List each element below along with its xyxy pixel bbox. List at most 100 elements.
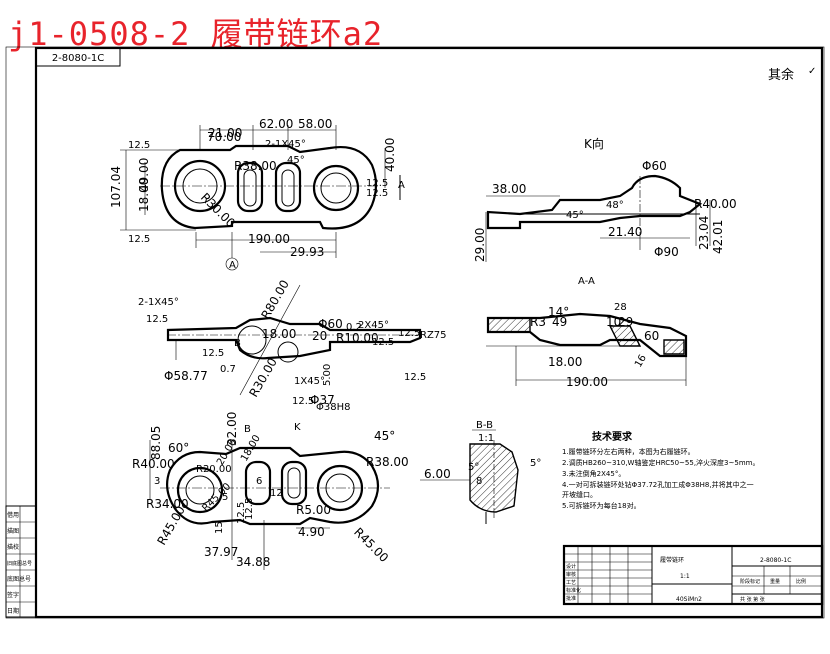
svg-text:45°: 45° <box>287 155 305 166</box>
svg-text:Φ60: Φ60 <box>642 159 667 173</box>
svg-text:R3: R3 <box>530 315 546 329</box>
svg-text:Φ60: Φ60 <box>318 317 343 331</box>
svg-text:Φ38H8: Φ38H8 <box>316 402 350 413</box>
svg-text:12.5: 12.5 <box>366 178 388 189</box>
svg-text:Φ37: Φ37 <box>310 393 335 407</box>
svg-text:R40.00: R40.00 <box>694 197 737 211</box>
svg-text:技术要求: 技术要求 <box>592 430 633 443</box>
svg-text:5°: 5° <box>468 462 479 473</box>
drawing-code: 2-8080-1C <box>52 53 104 64</box>
svg-text:2-1X45°: 2-1X45° <box>265 139 306 150</box>
svg-text:1:1: 1:1 <box>478 433 494 444</box>
svg-text:37.97: 37.97 <box>204 545 238 559</box>
svg-text:R10.00: R10.00 <box>336 331 379 345</box>
svg-text:比例: 比例 <box>796 578 806 585</box>
svg-text:标准化: 标准化 <box>566 587 581 594</box>
svg-text:5: 5 <box>222 492 228 503</box>
svg-text:B-B: B-B <box>476 420 493 431</box>
svg-text:28: 28 <box>614 302 627 313</box>
svg-text:190.00: 190.00 <box>566 375 608 389</box>
svg-text:1X45°: 1X45° <box>294 376 325 387</box>
k-view: K向 Φ60 38.00 45° 48° R40.00 21.40 Φ90 23… <box>473 136 737 262</box>
svg-text:开坡缝口。: 开坡缝口。 <box>562 490 597 499</box>
svg-text:40SiMn2: 40SiMn2 <box>676 596 702 603</box>
svg-text:48°: 48° <box>606 200 624 211</box>
svg-text:借用: 借用 <box>7 511 19 519</box>
svg-text:签字: 签字 <box>7 591 19 599</box>
svg-text:R38.00: R38.00 <box>366 455 409 469</box>
svg-text:批准: 批准 <box>566 595 576 602</box>
svg-text:12.5: 12.5 <box>366 188 388 199</box>
svg-text:重量: 重量 <box>770 578 780 585</box>
svg-text:12.5: 12.5 <box>404 372 426 383</box>
svg-text:0.2: 0.2 <box>346 322 362 333</box>
svg-text:12: 12 <box>270 488 283 499</box>
svg-text:12.5: 12.5 <box>146 314 168 325</box>
svg-text:49: 49 <box>552 315 567 329</box>
svg-text:42.01: 42.01 <box>711 220 725 254</box>
svg-text:RZ75: RZ75 <box>420 330 447 341</box>
svg-text:2-8080-1C: 2-8080-1C <box>760 557 791 564</box>
svg-text:0.7: 0.7 <box>220 364 236 375</box>
svg-text:R5.00: R5.00 <box>296 503 331 517</box>
svg-text:12.5: 12.5 <box>372 337 394 348</box>
svg-text:21.00: 21.00 <box>208 126 242 140</box>
svg-text:Φ58.77: Φ58.77 <box>164 369 208 383</box>
svg-text:10: 10 <box>606 315 621 329</box>
svg-text:3: 3 <box>154 476 160 487</box>
svg-text:38.00: 38.00 <box>492 182 526 196</box>
svg-text:R38.00: R38.00 <box>234 159 277 173</box>
svg-text:R30.00: R30.00 <box>246 356 279 400</box>
svg-text:15: 15 <box>214 521 225 534</box>
other-note: 其余 <box>768 67 794 83</box>
side-view: 2-1X45° 12.5 12.5 Φ58.77 0.7 B R80.00 Φ6… <box>138 278 447 413</box>
svg-text:3.未注倒角2X45°。: 3.未注倒角2X45°。 <box>562 469 625 478</box>
svg-text:A: A <box>229 260 236 271</box>
svg-text:60°: 60° <box>168 441 189 455</box>
svg-text:4.90: 4.90 <box>298 525 325 539</box>
svg-text:5.00: 5.00 <box>322 364 333 386</box>
inner-frame <box>34 46 824 619</box>
svg-text:62.00: 62.00 <box>259 117 293 131</box>
svg-text:20: 20 <box>312 329 327 343</box>
svg-text:29.00: 29.00 <box>473 228 487 262</box>
svg-text:12.5: 12.5 <box>202 348 224 359</box>
svg-text:12.5: 12.5 <box>236 502 247 524</box>
svg-text:29: 29 <box>618 315 633 329</box>
svg-text:18.00: 18.00 <box>262 327 296 341</box>
svg-text:描校: 描校 <box>7 543 19 551</box>
svg-text:描图: 描图 <box>7 527 19 535</box>
bottom-view: 60° 32.00 B K 45° R40.00 3 R20.00 20.00 … <box>132 412 409 570</box>
svg-text:88.05: 88.05 <box>149 426 163 460</box>
side-strip: 借用 描图 描校 旧底图总号 底图总号 签字 日期 <box>5 505 37 618</box>
svg-text:49.00: 49.00 <box>137 158 151 192</box>
svg-text:12.5: 12.5 <box>128 234 150 245</box>
svg-text:工艺: 工艺 <box>566 580 576 586</box>
svg-text:18.00: 18.00 <box>137 178 151 212</box>
svg-text:107.04: 107.04 <box>109 166 123 208</box>
svg-text:Φ90: Φ90 <box>654 245 679 259</box>
svg-text:40.00: 40.00 <box>383 138 397 172</box>
svg-text:8: 8 <box>476 476 482 487</box>
svg-text:4.一对可拆装链环处钻Φ37.72孔加工成Φ38H8,并将其: 4.一对可拆装链环处钻Φ37.72孔加工成Φ38H8,并将其中之一 <box>562 480 754 489</box>
svg-text:2X45°: 2X45° <box>358 320 389 331</box>
section-aa-view: A-A 14° R3 49 28 10 29 60 18.00 190.00 1… <box>486 276 688 389</box>
svg-text:共 张 第 张: 共 张 第 张 <box>740 596 765 603</box>
section-bb-view: B-B 1:1 6.00 5° 5° 8 <box>420 420 541 524</box>
svg-text:A-A: A-A <box>578 276 595 287</box>
svg-text:34.88: 34.88 <box>236 555 270 569</box>
svg-text:5°: 5° <box>530 458 541 469</box>
page-title: j1-0508-2 履带链环a2 <box>8 15 384 53</box>
svg-text:58.00: 58.00 <box>298 117 332 131</box>
svg-text:12.5: 12.5 <box>128 140 150 151</box>
svg-text:1:1: 1:1 <box>680 573 690 580</box>
svg-text:14°: 14° <box>548 305 569 319</box>
svg-text:履带链环: 履带链环 <box>660 556 684 564</box>
svg-text:16: 16 <box>633 353 649 370</box>
svg-text:70.00: 70.00 <box>207 130 241 144</box>
roughness-mark-icon: ✓ <box>808 66 816 77</box>
svg-text:45°: 45° <box>566 210 584 221</box>
svg-text:2.调质HB260~310,W轴鉴定HRC50~55,淬火深: 2.调质HB260~310,W轴鉴定HRC50~55,淬火深度3~5mm。 <box>562 458 759 467</box>
svg-text:阶段标记: 阶段标记 <box>740 578 760 585</box>
